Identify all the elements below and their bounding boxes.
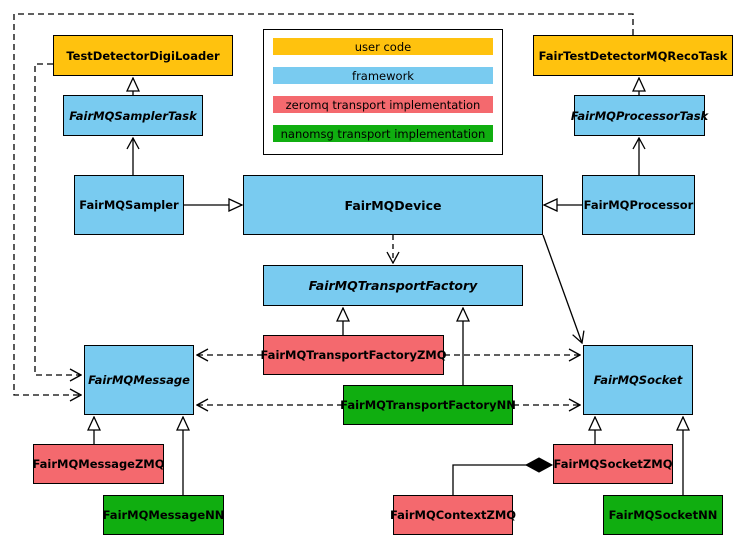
- node-fairmq-socket: FairMQSocket: [583, 345, 693, 415]
- node-fairmq-message-nn: FairMQMessageNN: [103, 495, 224, 535]
- legend-item-framework: framework: [273, 67, 493, 84]
- node-fairmq-sampler: FairMQSampler: [74, 175, 184, 235]
- edge-recotask-to-message-dashed: [13, 13, 634, 395]
- node-fairmq-sampler-task: FairMQSamplerTask: [63, 95, 203, 136]
- node-fairmq-context-zmq: FairMQContextZMQ: [390, 495, 516, 535]
- node-fairmq-processor-task: FairMQProcessorTask: [571, 95, 708, 136]
- node-fair-test-detector-mq-reco-task: FairTestDetectorMQRecoTask: [533, 35, 733, 76]
- node-fairmq-socket-zmq: FairMQSocketZMQ: [553, 444, 673, 484]
- node-fairmq-device: FairMQDevice: [243, 175, 543, 235]
- node-fairmq-socket-nn: FairMQSocketNN: [603, 495, 723, 535]
- node-fairmq-message: FairMQMessage: [84, 345, 194, 415]
- node-fairmq-message-zmq: FairMQMessageZMQ: [32, 444, 165, 484]
- node-fairmq-transport-factory: FairMQTransportFactory: [263, 265, 523, 306]
- node-fairmq-processor: FairMQProcessor: [582, 175, 695, 235]
- legend-item-zeromq: zeromq transport implementation: [273, 96, 493, 113]
- legend-item-nanomsg: nanomsg transport implementation: [273, 125, 493, 142]
- edge-contextzmq-to-socketzmq-composition: [452, 464, 527, 495]
- edge-device-to-socket: [542, 234, 582, 343]
- composition-diamond: [524, 457, 554, 473]
- legend-item-user-code: user code: [273, 38, 493, 55]
- node-fairmq-transport-factory-nn: FairMQTransportFactoryNN: [340, 385, 516, 425]
- edge-digiloader-to-message-dashed: [34, 63, 81, 375]
- legend: user code framework zeromq transport imp…: [263, 29, 503, 155]
- node-fairmq-transport-factory-zmq: FairMQTransportFactoryZMQ: [261, 335, 447, 375]
- node-test-detector-digi-loader: TestDetectorDigiLoader: [53, 35, 233, 76]
